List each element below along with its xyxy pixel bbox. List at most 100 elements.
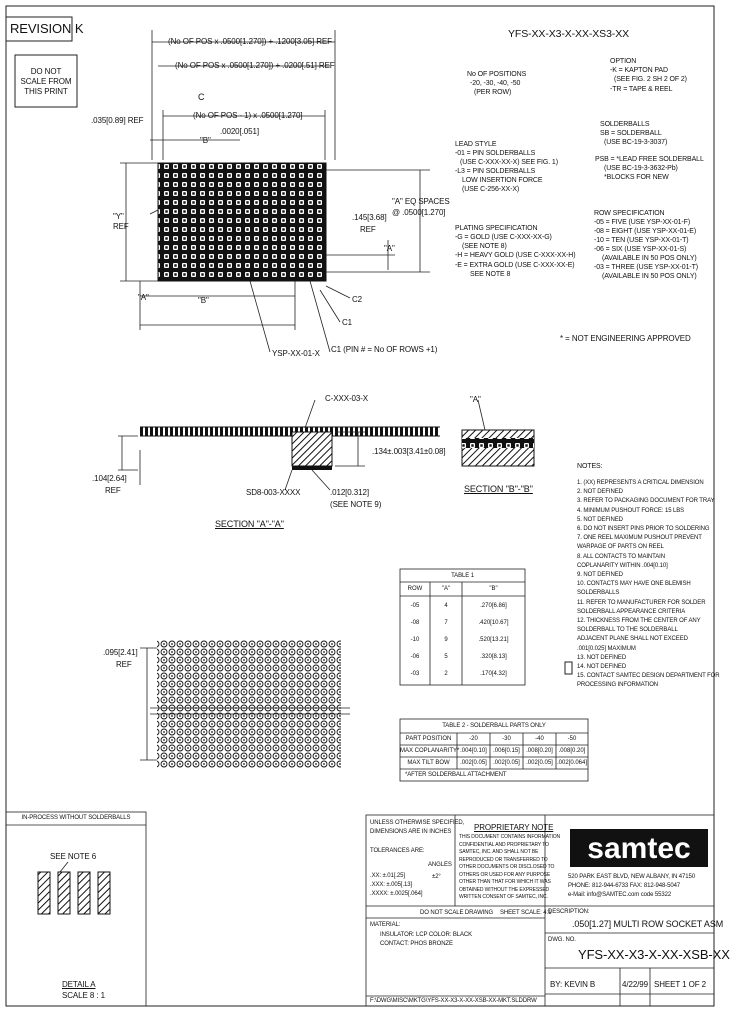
dim-145: .145[3.68] [352,213,387,222]
detail-a-box [5,811,147,1007]
note-marker [564,661,573,675]
tb-file-path: F:\DWG\MISC\MKTG\YFS-XX-X3-X-XX-XSB-XX-M… [370,998,537,1004]
tb-date: 4/22/99 [622,980,648,989]
table1-cell: .270[6.86] [480,603,507,609]
callout-c2: C2 [352,295,363,304]
table2-header-cell: -20 [469,736,478,742]
table1-grid [399,568,526,686]
section-b-b [461,399,535,467]
pn-row-7: (AVAILABLE IN 50 POS ONLY) [602,273,697,280]
pn-solder-5: *BLOCKS FOR NEW [604,174,669,181]
note-item: 8. ALL CONTACTS TO MAINTAIN [577,553,665,560]
not-approved-note: * = NOT ENGINEERING APPROVED [560,334,691,343]
table2-cell: .002[0.064] [556,760,588,766]
pn-solder-title: SOLDERBALLS [600,121,650,128]
note-item: 5. NOT DEFINED [577,516,623,523]
pn-option-2: (SEE FIG. 2 SH 2 OF 2) [614,76,687,83]
top-view-dimension-lines [120,30,430,353]
tb-material: MATERIAL: [370,922,401,928]
table2-header-cell: -50 [567,736,577,742]
note-item: 4. MINIMUM PUSHOUT FORCE: 15 LBS [577,507,685,514]
detail-a-drawing [37,861,111,915]
pn-row-3: -10 = TEN (USE YSP-XX-01-T) [594,237,689,244]
section-a-sd: SD8-003-XXXX [246,488,301,497]
tb-do-not-scale: DO NOT SCALE DRAWING [420,910,494,916]
proprietary-line: SAMTEC, INC. AND SHALL NOT BE [459,849,539,855]
dim-ref-left: .035[0.89] REF [91,116,144,125]
table1-cell: 9 [444,637,448,643]
centerline-mark: C [198,92,205,102]
tb-sheet-scale: SHEET SCALE: 4:1 [500,910,552,916]
note-item: 15. CONTACT SAMTEC DESIGN DEPARTMENT FOR [577,673,720,680]
note-item: SOLDERBALLS [577,590,620,597]
dim-b-top: "B" [200,136,211,145]
pn-lead-3: -L3 = PIN SOLDERBALLS [455,168,536,175]
notes-title: NOTES: [577,463,603,470]
table1-cell: 2 [444,671,448,677]
note-item: 2. NOT DEFINED [577,489,623,496]
note-item: 13. NOT DEFINED [577,654,627,661]
note-item: 7. ONE REEL MAXIMUM PUSHOUT PREVENT [577,535,702,542]
pn-option-3: -TR = TAPE & REEL [610,86,673,93]
dim-pitch-total: (No OF POS - 1) x .0500[1.270] [193,111,303,120]
top-view-pin-field [157,162,327,282]
tb-description: .050[1.27] MULTI ROW SOCKET ASM [572,919,724,929]
revision-box [5,16,73,42]
callout-ysp: YSP-XX-01-X [272,349,320,358]
pn-solder-3: PSB = *LEAD FREE SOLDERBALL [595,156,704,163]
note-item: 10. CONTACTS MAY HAVE ONE BLEMISH [577,581,691,588]
tb-by: BY: KEVIN B [550,980,596,989]
title-block-grid [365,814,715,1007]
proprietary-line: OTHER DOCUMENTS OR DISCLOSED TO [459,864,555,870]
pn-option-1: -K = KAPTON PAD [610,67,668,74]
dim-y-label: "Y" [113,212,124,221]
do-not-scale-box [14,54,78,108]
section-a-dim-104: .104[2.64] [92,474,127,483]
table2-header-cell: -40 [535,736,544,742]
do-not-scale-line3: THIS PRINT [24,87,68,96]
table1-cell: .320[8.13] [480,654,507,660]
tb-desc-label: DESCRIPTION: [548,909,590,915]
table1-title: TABLE 1 [451,573,474,579]
pn-lead-1: -01 = PIN SOLDERBALLS [455,150,536,157]
dim-a-bottom: "A" [138,293,149,302]
section-b-a-mark: "A" [470,395,481,404]
tb-ang: ±2° [432,874,441,880]
proprietary-line: OTHERS OR USED FOR ANY PURPOSE [459,871,551,878]
note-item: 3. REFER TO PACKAGING DOCUMENT FOR TRAY [577,498,715,505]
dim-a-eq-spaces: "A" EQ SPACES [392,197,450,206]
pn-no-pos-vals: -20, -30, -40, -50 [470,80,521,87]
dim-body-ref: (No OF POS x .0500[1.270]) + .0200[.51] … [175,61,335,70]
note-item: 6. DO NOT INSERT PINS PRIOR TO SOLDERING [577,526,710,532]
table2-cell: .004[0.10] [460,748,487,754]
table2-cell: .008[0.20] [526,748,553,754]
proprietary-line: REPRODUCED OR TRANSFERRED TO [459,856,548,863]
pn-option-title: OPTION [610,58,637,65]
detail-scale: SCALE 8 : 1 [62,991,105,1000]
pn-solder-1: SB = SOLDERBALL [600,130,662,137]
pn-plating-1: -G = GOLD (USE C-XXX-XX-G) [455,234,552,241]
proprietary-line: THIS DOCUMENT CONTAINS INFORMATION [459,834,561,840]
tb-tolerances: TOLERANCES ARE: [370,848,425,854]
pn-lead-title: LEAD STYLE [455,141,497,148]
pn-no-pos-title: No OF POSITIONS [467,71,527,78]
note-item: 14. NOT DEFINED [577,664,627,670]
pn-no-pos-row: (PER ROW) [474,89,512,96]
dim-145-ref: REF [360,225,376,234]
note-item: SOLDERBALL APPEARANCE CRITERIA [577,608,686,615]
table2-title: TABLE 2 - SOLDERBALL PARTS ONLY [442,723,546,729]
tb-proprietary: PROPRIETARY NOTE [474,823,554,832]
pn-plating-5: SEE NOTE 8 [470,271,511,278]
pn-lead-4: LOW INSERTION FORCE [462,177,543,184]
table1-cell: 7 [444,620,448,626]
tb-tol1: .XX: ±.01[.25] [370,873,405,879]
note-item: 12. THICKNESS FROM THE CENTER OF ANY [577,618,701,624]
note-item: WARPAGE OF PARTS ON REEL [577,544,664,551]
table1-header-cell: ROW [407,586,423,592]
note-item: COPLANARITY WITHIN .004[0.10] [577,562,668,569]
detail-title: DETAIL A [62,980,96,989]
table1-cell: -10 [410,637,420,643]
table1-cell: .420[10.67] [478,620,509,626]
svg-text:samtec: samtec [587,832,690,865]
